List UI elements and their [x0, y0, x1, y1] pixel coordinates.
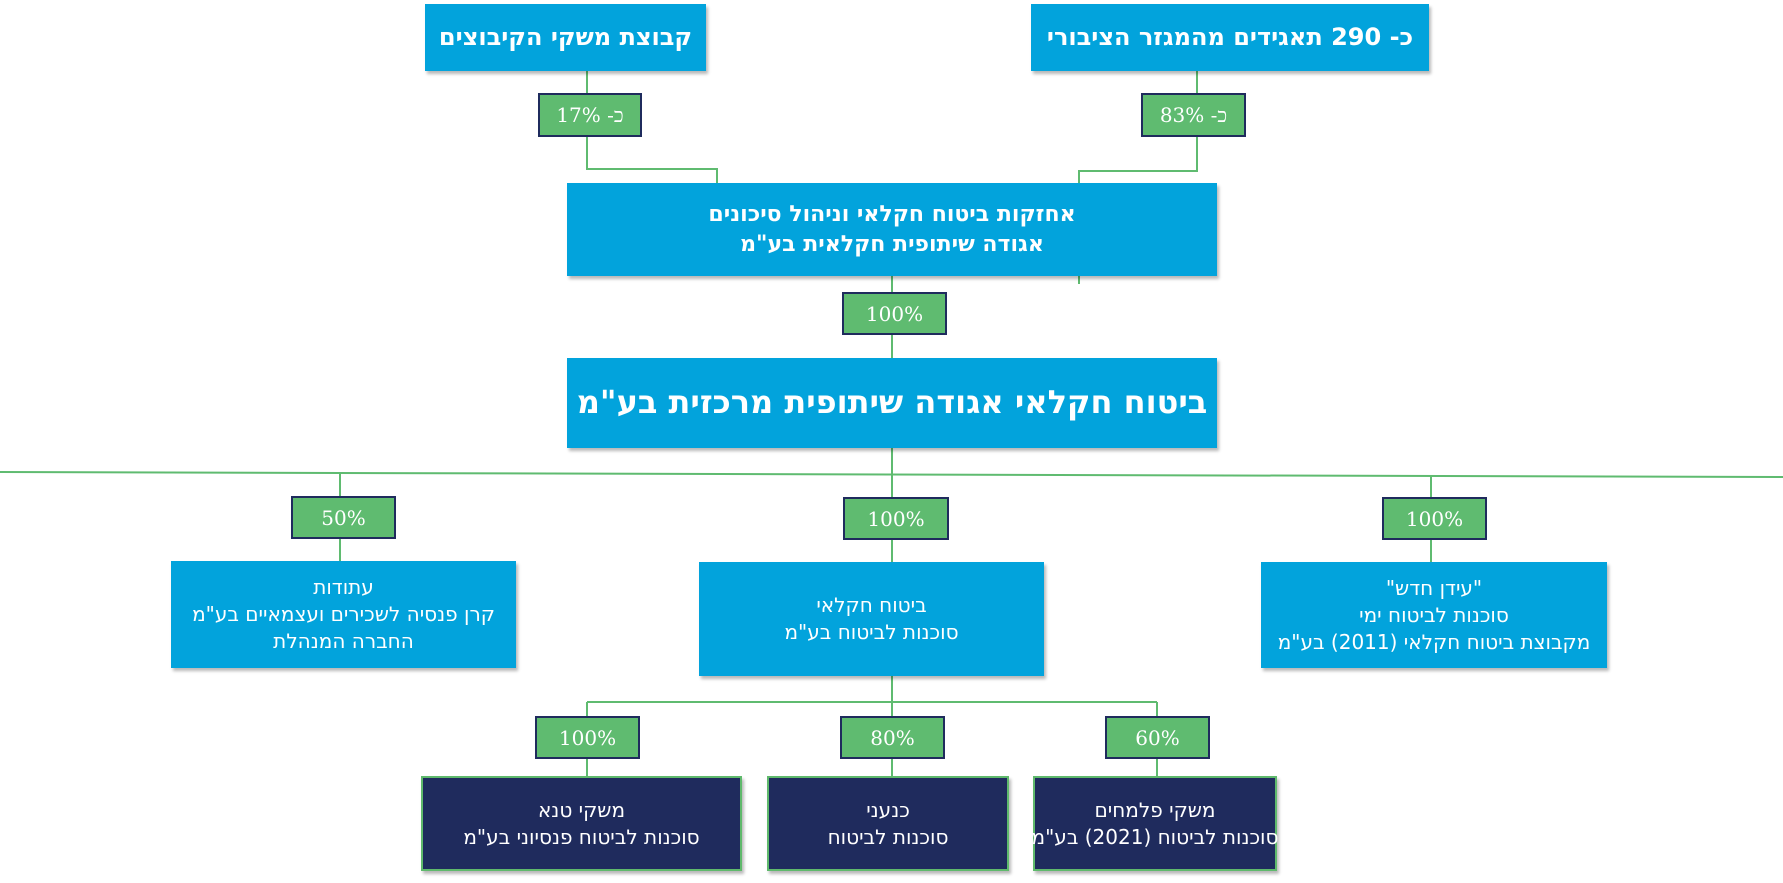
subsidiary-atudot-line1: עתודות	[313, 575, 374, 599]
agency-tana: משקי טנא סוכנות לביטוח פנסיוני בע"מ	[421, 776, 742, 871]
subsidiary-idan-line3: מקבוצת ביטוח חקלאי (2011) בע"מ	[1277, 629, 1591, 654]
agency-tana-line1: משקי טנא	[537, 797, 626, 822]
agency-palmachim-line1: משקי פלמחים	[1094, 797, 1216, 822]
percent-public-sector: כ- 83%	[1141, 93, 1246, 137]
agency-tana-line2: סוכנות לביטוח פנסיוני בע"מ	[463, 824, 700, 849]
agency-palmachim-line2: סוכנות לביטוח (2021) בע"מ	[1031, 824, 1279, 849]
holding-company: אחזקות ביטוח חקלאי וניהול סיכונים אגודה …	[567, 183, 1217, 276]
shareholder-public-sector: כ- 290 תאגידים מהמגזר הציבורי	[1031, 4, 1429, 71]
shareholder-kibbutz-group-label: קבוצת משקי הקיבוצים	[438, 23, 693, 52]
holding-company-name-line2: אגודה שיתופית חקלאית בע"מ	[740, 231, 1044, 257]
subsidiary-atudot-line3: החברה המנהלת	[273, 629, 414, 653]
connector-horizontal-divider	[0, 471, 1783, 478]
subsidiary-atudot: עתודות קרן פנסיה לשכירים ועצמאיים בע"מ ה…	[171, 561, 516, 668]
subsidiary-agency-line1: ביטוח חקלאי	[816, 593, 927, 617]
percent-holding-to-central: 100%	[842, 292, 947, 335]
agency-palmachim: משקי פלמחים סוכנות לביטוח (2021) בע"מ	[1031, 776, 1279, 871]
percent-agency: 100%	[843, 497, 949, 540]
percent-idan: 100%	[1382, 497, 1487, 540]
shareholder-public-sector-label: כ- 290 תאגידים מהמגזר הציבורי	[1046, 23, 1414, 52]
agency-knaani: כנעני סוכנות לביטוח	[767, 776, 1009, 871]
subsidiary-atudot-line2: קרן פנסיה לשכירים ועצמאיים בע"מ	[192, 602, 495, 626]
percent-atudot: 50%	[291, 496, 396, 539]
subsidiary-idan: "עידן חדש" סוכנות לביטוח ימי מקבוצת ביטו…	[1261, 562, 1607, 668]
subsidiary-agency: ביטוח חקלאי סוכנות לביטוח בע"מ	[699, 562, 1044, 676]
shareholder-kibbutz-group: קבוצת משקי הקיבוצים	[425, 4, 706, 71]
percent-knaani: 80%	[840, 716, 945, 759]
percent-kibbutz-group: כ- 17%	[538, 93, 642, 137]
central-company: ביטוח חקלאי אגודה שיתופית מרכזית בע"מ	[567, 358, 1217, 448]
agency-knaani-line1: כנעני	[866, 797, 910, 822]
central-company-name: ביטוח חקלאי אגודה שיתופית מרכזית בע"מ	[576, 383, 1208, 422]
subsidiary-idan-line1: "עידן חדש"	[1385, 575, 1483, 600]
percent-tana: 100%	[535, 716, 640, 759]
holding-company-name-line1: אחזקות ביטוח חקלאי וניהול סיכונים	[708, 201, 1076, 227]
percent-palmachim: 60%	[1105, 716, 1210, 759]
subsidiary-idan-line2: סוכנות לביטוח ימי	[1359, 602, 1509, 627]
subsidiary-agency-line2: סוכנות לביטוח בע"מ	[784, 620, 959, 644]
agency-knaani-line2: סוכנות לביטוח	[827, 824, 949, 849]
